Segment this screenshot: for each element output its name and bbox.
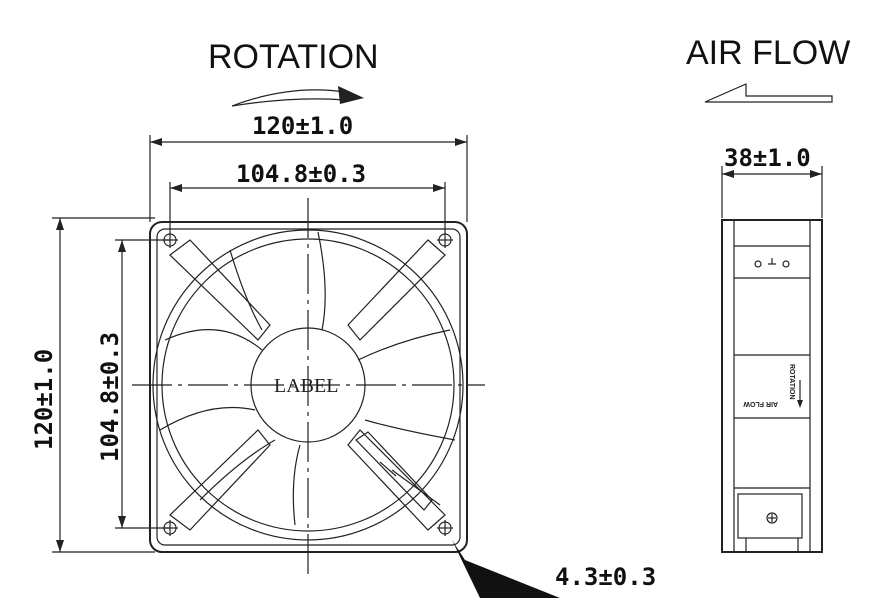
thickness-dimension: 38±1.0 (721, 144, 823, 218)
overall-height-dimension: 120±1.0 (30, 217, 155, 553)
thickness-label: 38±1.0 (724, 144, 811, 172)
hole-spacing-width-label: 104.8±0.3 (236, 160, 366, 188)
overall-width-dimension: 120±1.0 (149, 112, 468, 222)
fan-side-view: ROTATION AIR FLOW (721, 219, 823, 553)
side-airflow-text: AIR FLOW (743, 400, 778, 407)
mounting-hole-icon (162, 232, 178, 248)
fan-front-view: LABEL (132, 198, 485, 575)
overall-height-label: 120±1.0 (30, 349, 58, 450)
hole-diameter-dimension: 4.3±0.3 (452, 540, 656, 598)
mounting-hole-icon (437, 520, 453, 536)
hole-spacing-width-dimension: 104.8±0.3 (169, 160, 446, 232)
side-rotation-text: ROTATION (788, 364, 795, 400)
hole-diameter-label: 4.3±0.3 (555, 563, 656, 591)
air-flow-heading: AIR FLOW (686, 34, 850, 72)
center-label: LABEL (274, 375, 338, 397)
rotation-arrow-icon (231, 86, 364, 107)
mounting-hole-icon (437, 232, 453, 248)
rotation-heading: ROTATION (208, 38, 379, 76)
overall-width-label: 120±1.0 (252, 112, 353, 140)
airflow-arrow-icon (704, 83, 833, 103)
hole-spacing-height-label: 104.8±0.3 (96, 332, 124, 462)
mounting-hole-icon (162, 520, 178, 536)
hole-spacing-height-dimension: 104.8±0.3 (96, 239, 170, 529)
